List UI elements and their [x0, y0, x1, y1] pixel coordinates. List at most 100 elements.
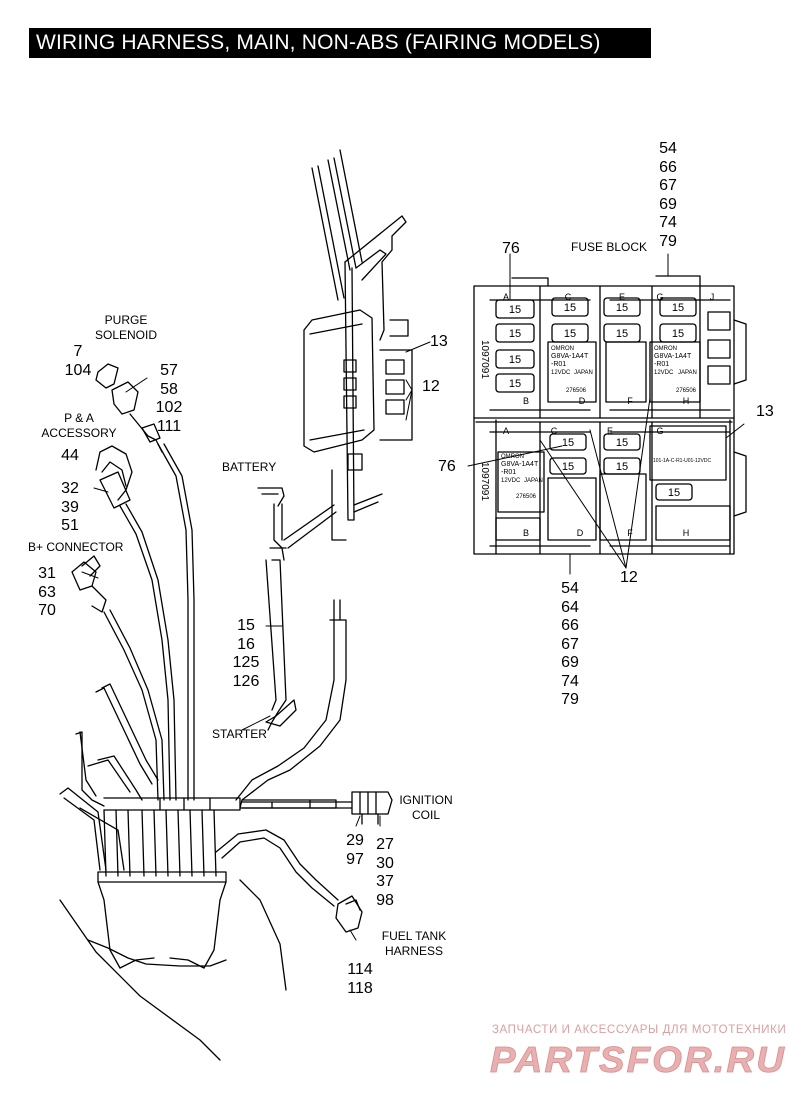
label-line: HARNESS	[384, 944, 443, 958]
letter-bot-a: A	[503, 426, 509, 436]
letter-bot-c: C	[551, 426, 558, 436]
callout-number: 104	[64, 361, 92, 379]
relay-right-top: OMRON G8VA-1A4T -R01 12VDC JAPAN 276506	[654, 346, 697, 394]
relay-text: G8VA-1A4T	[501, 461, 539, 468]
relay-text: 12VDC	[654, 370, 674, 376]
callout-number: 63	[38, 583, 56, 601]
pa-accessory-wires	[95, 445, 177, 801]
callout-fuel: 114 118	[340, 961, 380, 998]
callout-number: 126	[232, 672, 260, 690]
purge-solenoid-wires	[95, 363, 195, 801]
battery-starter-cable	[257, 487, 337, 731]
part-numbers: 1097091 1097091	[479, 340, 490, 501]
callout-number: 7	[73, 343, 83, 360]
callout-number: 69	[659, 195, 677, 213]
main-harness-trunk	[103, 599, 347, 811]
callout-pa-44: 44	[61, 447, 79, 464]
callout-number: 125	[232, 654, 260, 671]
fuse-15: 15	[668, 487, 680, 499]
relay-text: OMRON	[551, 346, 574, 352]
label-line: SOLENOID	[94, 328, 157, 342]
callout-number: 32	[61, 480, 79, 497]
fuse-9: 15	[672, 302, 684, 314]
part-number-top: 1097091	[479, 340, 490, 379]
part-number-bottom: 1097091	[479, 462, 490, 501]
relay-text: JAPAN	[678, 370, 697, 376]
harness-bundle	[97, 809, 227, 883]
callout-number: 74	[659, 214, 677, 231]
callout-number: 66	[659, 158, 677, 176]
callout-pa-b: 32 39 51	[55, 480, 85, 536]
watermark-logo-text: PARTSFOR.RU	[490, 1039, 786, 1080]
callout-number: 118	[347, 979, 373, 997]
b-connector-label: B+ CONNECTOR	[28, 540, 124, 554]
callout-76-left: 76	[438, 458, 456, 475]
callout-number: 64	[561, 598, 579, 616]
callout-number: 51	[61, 517, 79, 534]
fuse-10: 15	[672, 328, 684, 340]
frame-backbone	[59, 879, 287, 1061]
relay-right-bottom: 101-1A-C-R1-U01-12VDC	[653, 458, 711, 464]
callout-number: 54	[659, 140, 677, 157]
callout-number: 58	[160, 380, 178, 398]
callout-number: 79	[561, 691, 579, 708]
fuse-7: 15	[616, 302, 628, 314]
callout-number: 54	[561, 580, 579, 597]
purge-solenoid-label: PURGE SOLENOID	[88, 313, 164, 343]
fuse-8: 15	[616, 328, 628, 340]
callout-number: 69	[561, 654, 579, 671]
letter-top-b: B	[523, 396, 529, 406]
callout-number: 114	[347, 961, 373, 978]
pa-accessory-label: P & A ACCESSORY	[38, 411, 120, 441]
callout-number: 29	[346, 832, 364, 849]
callout-ign-b: 27 30 37 98	[370, 836, 400, 910]
callout-battery-stack: 15 16 125 126	[226, 617, 266, 691]
letter-bot-b: B	[523, 528, 529, 538]
relay-text: 12VDC	[501, 478, 521, 484]
callout-number: 74	[561, 672, 579, 690]
label-line: FUEL TANK	[381, 929, 447, 943]
callout-number: 97	[346, 850, 364, 868]
callout-number: 57	[160, 362, 178, 379]
fuse-4: 15	[509, 378, 521, 390]
callout-number: 15	[237, 617, 255, 634]
fuse-3: 15	[509, 354, 521, 366]
fairing-bracket	[303, 149, 413, 541]
cavity-letters: A C E G J B D F H A C E G B D F H	[503, 292, 714, 538]
relay-text: G8VA-1A4T	[551, 353, 589, 360]
relay-text: -R01	[654, 361, 669, 368]
page-title: WIRING HARNESS, MAIN, NON-ABS (FAIRING M…	[36, 31, 601, 54]
relay-text: OMRON	[501, 454, 524, 460]
fuel-tank-harness-label: FUEL TANK HARNESS	[378, 929, 450, 959]
callout-number: 70	[38, 602, 56, 619]
label-line: PURGE	[104, 313, 148, 327]
letter-bot-f: F	[627, 528, 633, 538]
callout-number: 111	[156, 417, 182, 435]
relay-text: 276506	[516, 494, 537, 500]
starter-label: STARTER	[212, 727, 267, 741]
callout-13-right: 13	[756, 403, 774, 420]
label-line: COIL	[411, 808, 440, 822]
callout-12-top: 12	[422, 378, 440, 395]
letter-top-d: D	[579, 396, 586, 406]
relay-text: -R01	[551, 361, 566, 368]
letter-top-g: G	[656, 292, 663, 302]
b-plus-connector-wires	[71, 555, 165, 801]
letter-top-e: E	[619, 292, 625, 302]
relay-text: 276506	[566, 388, 587, 394]
watermark-subtitle: ЗАПЧАСТИ И АКСЕССУАРЫ ДЛЯ МОТОТЕХНИКИ	[492, 1024, 787, 1036]
fuse-14: 15	[616, 461, 628, 473]
callout-number: 98	[376, 891, 394, 909]
left-branch-stubs	[59, 683, 159, 871]
callout-number: 39	[61, 498, 79, 516]
callout-purge-b: 57 58 102 111	[150, 362, 188, 436]
fuse-block	[473, 275, 747, 555]
relay-text: OMRON	[654, 346, 677, 352]
letter-bot-e: E	[607, 426, 613, 436]
callout-number: 27	[376, 836, 394, 853]
callout-13-top: 13	[430, 333, 448, 350]
callout-ign-a: 29 97	[340, 832, 370, 869]
label-line: P & A	[64, 411, 94, 425]
ignition-coil-wires	[241, 791, 393, 825]
